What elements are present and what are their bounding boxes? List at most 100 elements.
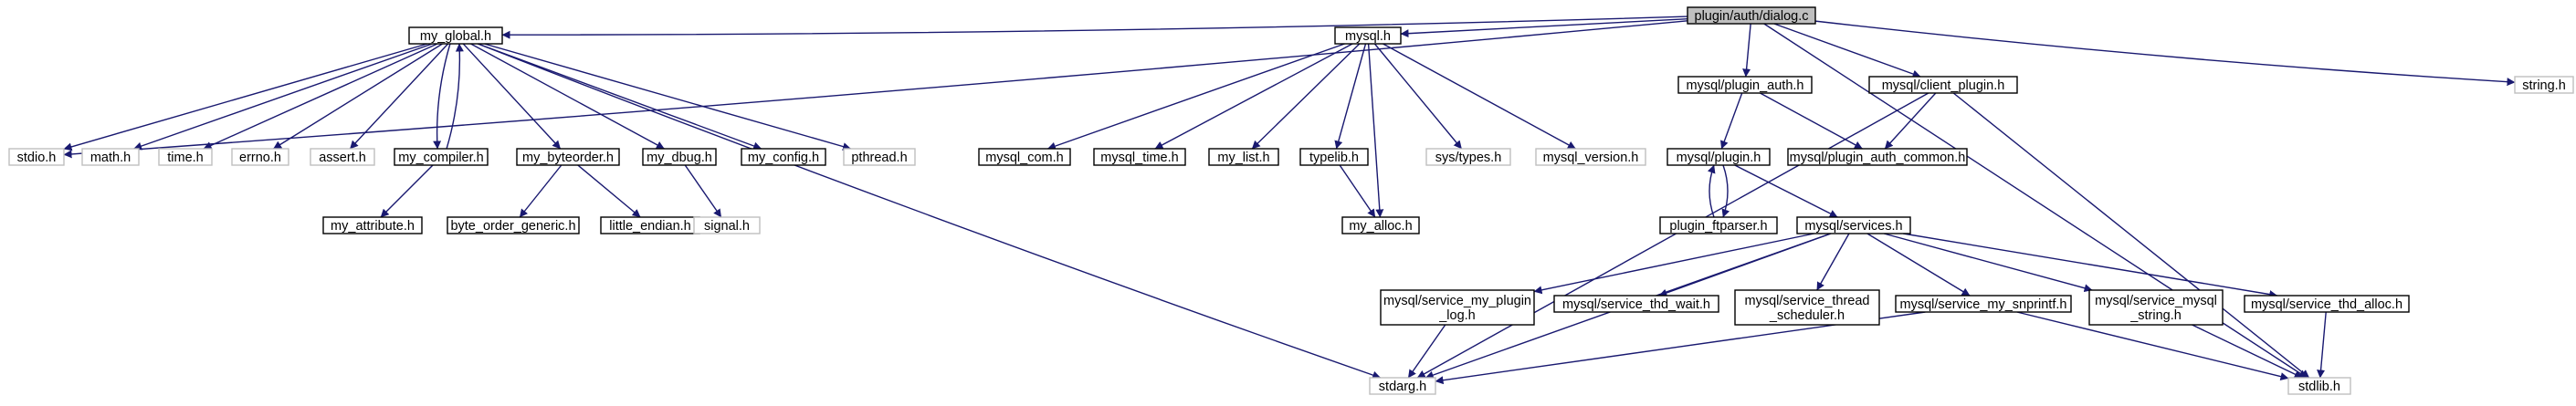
edge-my_global_h-to-stdarg_h (478, 43, 1382, 380)
node-box (843, 148, 916, 166)
edge-dialog_c-to-mysql_client_plugin_h (1773, 23, 1921, 78)
node-svc-thd-alloc-h[interactable]: mysql/service_thd_alloc.h (2244, 295, 2410, 313)
edge-dialog_c-to-mysql_plugin_auth_h (1742, 23, 1751, 78)
node-mysql-h[interactable]: mysql.h (1334, 26, 1402, 45)
edge-mysql_h-to-mysql_time_h (1154, 43, 1353, 150)
node-label: mysql/service_mysql (2095, 294, 2217, 308)
node-mysql-plugin-auth-h[interactable]: mysql/plugin_auth.h (1677, 76, 1813, 94)
node-time-h: time.h (158, 148, 213, 166)
node-label: my_list.h (1217, 151, 1269, 165)
node-assert-h: assert.h (310, 148, 375, 166)
node-box (1868, 76, 2018, 94)
node-label: plugin_ftparser.h (1669, 219, 1767, 234)
node-signal-h: signal.h (693, 216, 761, 234)
node-my-dbug-h[interactable]: my_dbug.h (642, 148, 717, 166)
node-my-global-h[interactable]: my_global.h (408, 26, 503, 45)
node-mysql-client-plugin-h[interactable]: mysql/client_plugin.h (1868, 76, 2018, 94)
edge-my_global_h-to-my_compiler_h (433, 43, 451, 150)
edge-mysql_services_h-to-svc_mysql_string_h (1883, 233, 2093, 293)
node-label: mysql/plugin_auth_common.h (1790, 151, 1966, 165)
node-math-h: math.h (81, 148, 140, 166)
edge-mysql_h-to-my_list_h (1251, 43, 1361, 150)
node-stdarg-h: stdarg.h (1369, 377, 1436, 395)
node-my-compiler-h[interactable]: my_compiler.h (394, 148, 489, 166)
edge-svc_thd_alloc_h-to-stdlib_h (2317, 311, 2327, 379)
node-label: mysql/service_thd_alloc.h (2251, 297, 2403, 312)
edge-mysql_plugin_h-to-mysql_services_h (1734, 164, 1838, 218)
node-byte-order-generic-h[interactable]: byte_order_generic.h (447, 216, 580, 234)
node-mysql-plugin-auth-common-h[interactable]: mysql/plugin_auth_common.h (1787, 148, 1968, 166)
edge-my_global_h-to-errno_h (273, 43, 443, 150)
node-svc-thread-scheduler-h[interactable]: mysql/service_thread_scheduler.h (1734, 289, 1880, 326)
node-svc-plugin-log-h[interactable]: mysql/service_my_plugin_log.h (1380, 289, 1535, 326)
node-label: plugin/auth/dialog.c (1695, 9, 1809, 24)
node-box (1208, 148, 1279, 166)
node-typelib-h[interactable]: typelib.h (1299, 148, 1369, 166)
edge-dialog_c-to-stdlib_h (1763, 23, 2308, 379)
node-mysql-time-h[interactable]: mysql_time.h (1093, 148, 1186, 166)
node-string-h: string.h (2514, 76, 2574, 94)
node-stdlib-h: stdlib.h (2287, 377, 2351, 395)
edge-svc_snprintf_h-to-stdlib_h (2016, 311, 2289, 381)
edge-mysql_h-to-mysql_version_h (1383, 43, 1576, 150)
node-box (1299, 148, 1369, 166)
node-label: stdarg.h (1379, 380, 1426, 394)
node-label: my_config.h (748, 151, 819, 165)
edge-dialog_c-to-string_h (1814, 20, 2516, 87)
edge-my_byteorder_h-to-little_endian_h (577, 164, 641, 218)
node-my-byteorder-h[interactable]: my_byteorder.h (516, 148, 620, 166)
node-label: mysql/services.h (1804, 219, 1902, 234)
node-box (1425, 148, 1511, 166)
node-my-list-h[interactable]: my_list.h (1208, 148, 1279, 166)
edge-mysql_services_h-to-svc_plugin_log_h (1533, 233, 1814, 295)
node-label: stdio.h (17, 151, 57, 165)
node-mysql-com-h[interactable]: mysql_com.h (978, 148, 1071, 166)
edge-my_byteorder_h-to-byte_order_generic_h (519, 164, 563, 218)
node-box (1687, 6, 1816, 25)
edge-mysql_services_h-to-svc_thd_alloc_h (1903, 233, 2278, 299)
node-svc-mysql-string-h[interactable]: mysql/service_mysql_string.h (2088, 289, 2224, 326)
node-label: typelib.h (1309, 151, 1359, 165)
edge-my_global_h-to-time_h (203, 43, 438, 150)
node-box (741, 148, 826, 166)
node-plugin-ftparser-h[interactable]: plugin_ftparser.h (1659, 216, 1778, 234)
edge-my_global_h-to-assert_h (349, 43, 449, 150)
edge-mysql_services_h-to-svc_snprintf_h (1866, 233, 1971, 297)
edge-mysql_h-to-sys_types_h (1373, 43, 1463, 150)
edge-my_global_h-to-stdio_h (63, 43, 428, 151)
node-box (2514, 76, 2574, 94)
node-box (1553, 295, 1719, 313)
node-label: errno.h (239, 151, 281, 165)
edge-my_global_h-to-pthread_h (484, 43, 852, 151)
node-label: _scheduler.h (1769, 308, 1845, 323)
edge-dialog_c-to-stdio_h (63, 20, 1688, 159)
node-label: mysql.h (1345, 29, 1391, 44)
node-box (1535, 148, 1646, 166)
node-my-attribute-h[interactable]: my_attribute.h (322, 216, 423, 234)
node-mysql-plugin-h[interactable]: mysql/plugin.h (1667, 148, 1771, 166)
edge-typelib_h-to-my_alloc_h (1339, 164, 1376, 218)
node-box (978, 148, 1071, 166)
node-box (2088, 289, 2224, 326)
node-my-alloc-h[interactable]: my_alloc.h (1341, 216, 1420, 234)
node-box (8, 148, 65, 166)
node-label: my_dbug.h (647, 151, 712, 165)
node-mysql-services-h[interactable]: mysql/services.h (1796, 216, 1911, 234)
node-little-endian-h[interactable]: little_endian.h (600, 216, 700, 234)
edge-my_global_h-to-my_dbug_h (470, 43, 665, 150)
node-box (693, 216, 761, 234)
node-pthread-h: pthread.h (843, 148, 916, 166)
node-box (394, 148, 489, 166)
node-dialog-c: plugin/auth/dialog.c (1687, 6, 1816, 25)
node-label: sys/types.h (1435, 151, 1502, 165)
edge-my_compiler_h-to-my_global_h (446, 43, 464, 150)
node-errno-h: errno.h (231, 148, 289, 166)
edge-mysql_h-to-my_alloc_h (1367, 43, 1384, 218)
node-label: my_global.h (420, 29, 491, 44)
node-svc-snprintf-h[interactable]: mysql/service_my_snprintf.h (1895, 295, 2072, 313)
node-box (1734, 289, 1880, 326)
node-svc-thd-wait-h[interactable]: mysql/service_thd_wait.h (1553, 295, 1719, 313)
edge-mysql_client_plugin_h-to-mysql_plugin_auth_common_h (1884, 92, 1937, 150)
node-my-config-h[interactable]: my_config.h (741, 148, 826, 166)
node-label: _log.h (1438, 308, 1476, 323)
